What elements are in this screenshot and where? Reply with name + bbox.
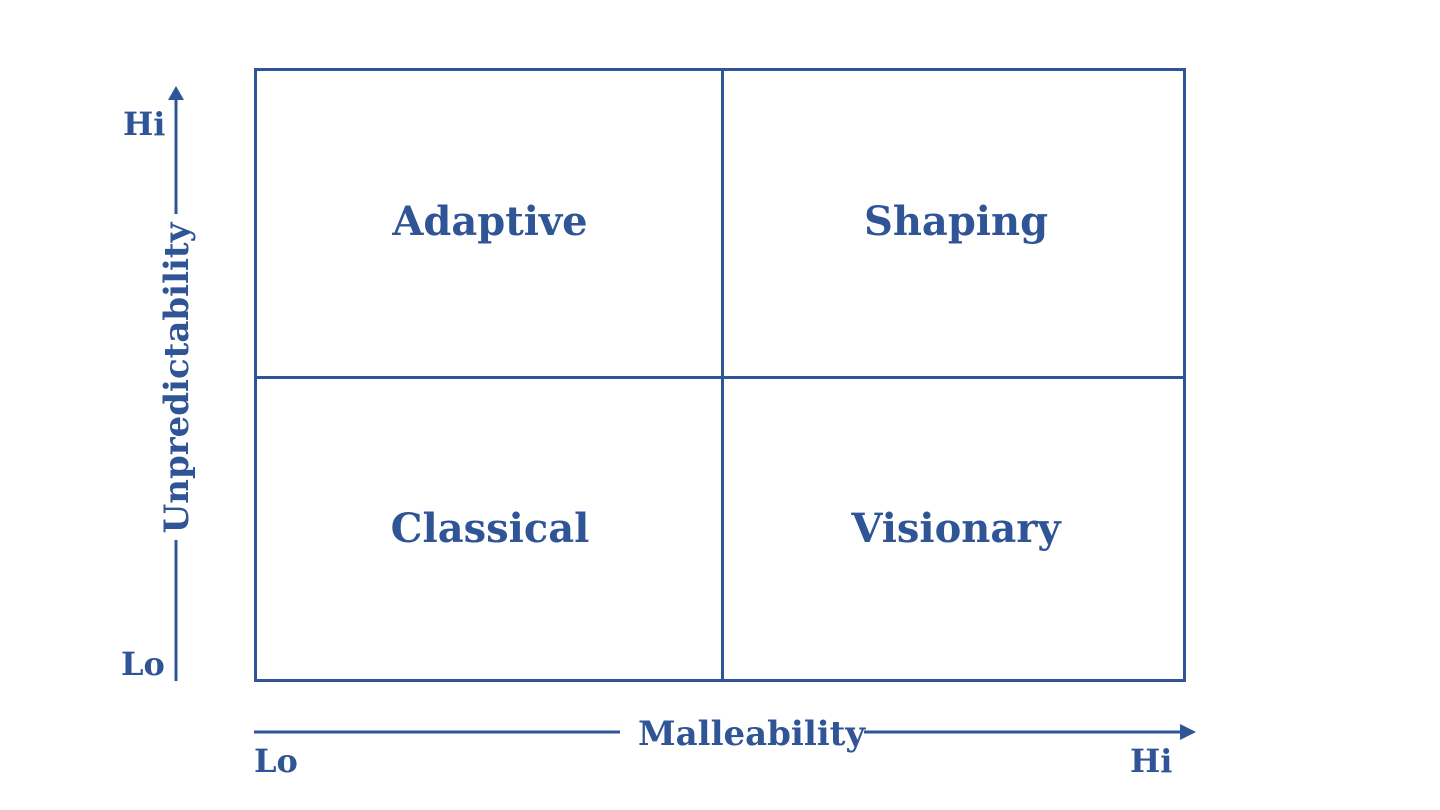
horizontal-divider xyxy=(257,376,1183,379)
x-axis-hi-label: Hi xyxy=(1130,742,1173,780)
y-axis-arrowhead xyxy=(168,86,184,100)
quadrant-visionary: Visionary xyxy=(851,505,1061,552)
x-axis-title: Malleability xyxy=(638,714,866,754)
quadrant-adaptive: Adaptive xyxy=(392,198,588,245)
quadrant-shaping: Shaping xyxy=(863,198,1049,245)
vertical-divider xyxy=(721,71,724,679)
y-axis-title: Unpredictability xyxy=(157,222,197,534)
quadrant-classical: Classical xyxy=(390,505,590,552)
y-axis-lo-label: Lo xyxy=(121,645,165,683)
x-axis-arrowhead xyxy=(1180,724,1196,740)
x-axis-lo-label: Lo xyxy=(254,742,298,780)
y-axis-hi-label: Hi xyxy=(123,105,166,143)
quadrant-grid: Adaptive Shaping Classical Visionary xyxy=(254,68,1186,682)
